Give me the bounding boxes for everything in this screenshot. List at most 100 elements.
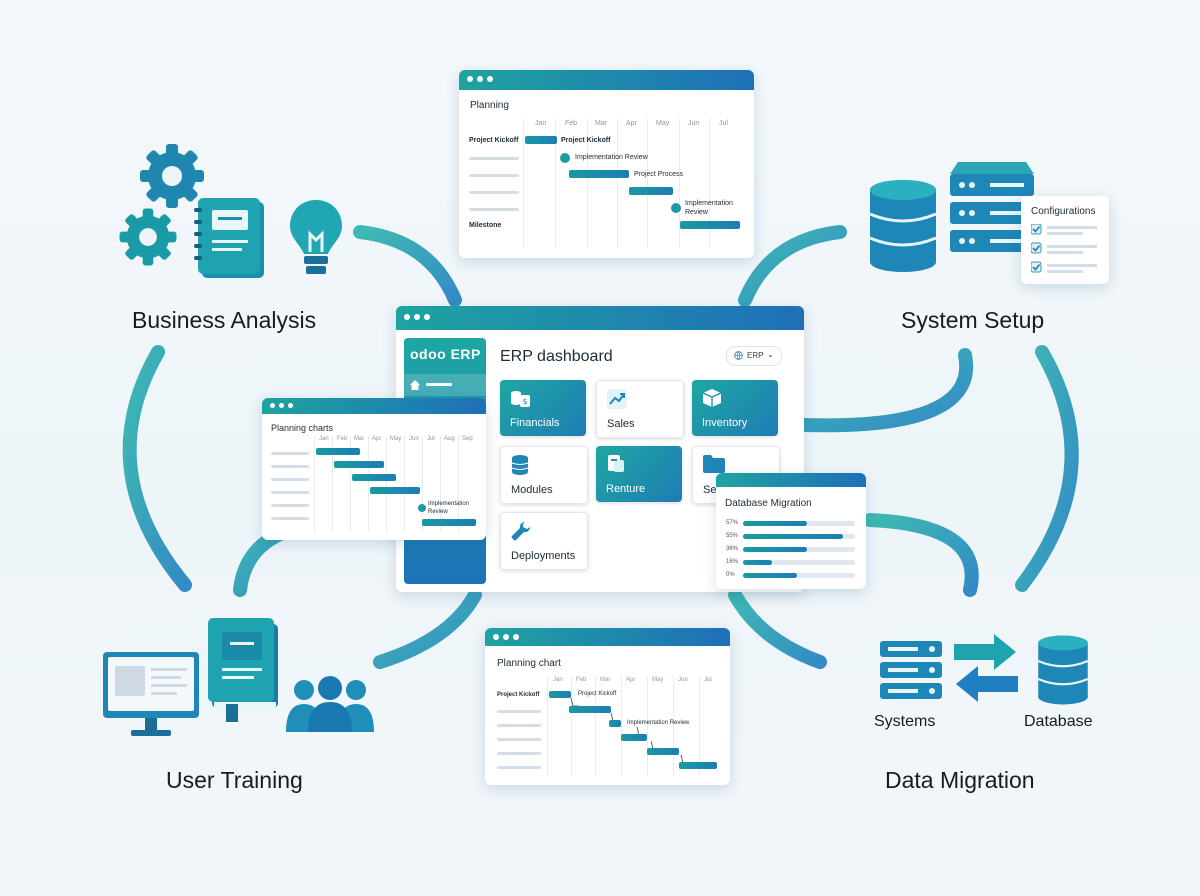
tile-renture[interactable]: Renture [596, 446, 682, 502]
month-label: Jul [719, 120, 728, 127]
bar-label: Implementation Review [428, 501, 470, 515]
tile-label: Sales [607, 418, 635, 430]
planning-charts-title: Planning charts [271, 423, 334, 433]
database-icon [869, 180, 937, 272]
placeholder-line [469, 191, 519, 194]
progress-label: 57% [726, 520, 739, 526]
month-label: Jun [688, 120, 700, 127]
gear-icon [119, 208, 177, 266]
box-icon [702, 389, 722, 407]
configurations-card: Configurations [1021, 196, 1109, 284]
database-icon [1037, 635, 1089, 705]
placeholder-line [469, 174, 519, 177]
system-setup-label: System Setup [901, 307, 1045, 333]
month-label: Jun [409, 436, 419, 442]
month-label: Feb [337, 436, 348, 442]
gantt-bar[interactable] [609, 720, 621, 727]
gantt-bar[interactable] [680, 221, 740, 229]
month-label: Apr [626, 120, 637, 127]
gantt-bar[interactable] [647, 748, 679, 755]
bar-label: Implementation Review [575, 154, 648, 161]
user-training-label: User Training [166, 767, 303, 793]
chevron-down-icon: ⌄ [767, 350, 774, 359]
home-icon [410, 380, 420, 390]
tile-financials[interactable]: $ Financials [500, 380, 586, 436]
database-migration-title: Database Migration [725, 498, 812, 509]
window-titlebar[interactable] [459, 70, 754, 90]
window-titlebar[interactable] [485, 628, 730, 646]
tile-inventory[interactable]: Inventory [692, 380, 778, 436]
placeholder-line [469, 208, 519, 211]
gantt-bar[interactable] [352, 474, 396, 481]
tile-label: Deployments [511, 550, 576, 562]
row-label: Milestone [469, 222, 502, 229]
business-analysis-label: Business Analysis [132, 307, 317, 333]
checklist-icon [1031, 224, 1097, 273]
lightbulb-icon [290, 200, 342, 274]
configurations-title: Configurations [1031, 206, 1096, 217]
progress-bar [743, 547, 807, 552]
tile-label: Renture [606, 483, 646, 495]
placeholder-line [497, 766, 541, 769]
progress-label: 16% [726, 559, 739, 565]
server-icon [950, 162, 1034, 252]
month-label: Apr [372, 436, 382, 442]
progress-label: 55% [726, 533, 739, 539]
gantt-bar[interactable] [525, 136, 557, 144]
wrench-icon [511, 521, 531, 541]
window-titlebar[interactable] [262, 398, 486, 414]
gantt-bar[interactable] [316, 448, 360, 455]
sidebar-item-home[interactable] [404, 374, 486, 396]
planning-title: Planning [470, 100, 509, 111]
dashboard-title: ERP dashboard [500, 348, 613, 365]
gantt-bar[interactable] [621, 734, 647, 741]
gantt-bar[interactable] [549, 691, 571, 698]
window-titlebar[interactable] [396, 306, 804, 330]
gantt-bar[interactable] [629, 187, 673, 195]
erp-selector[interactable]: ERP ⌄ [726, 346, 782, 366]
tile-label: Inventory [702, 417, 748, 429]
placeholder-line [469, 157, 519, 160]
month-label: Jan [553, 677, 563, 683]
globe-icon [734, 351, 743, 360]
month-label: Jul [427, 436, 435, 442]
month-label: Sep [462, 436, 473, 442]
gantt-bar[interactable] [569, 706, 611, 713]
placeholder-line [271, 517, 309, 520]
tile-deployments[interactable]: Deployments [500, 512, 588, 570]
tile-modules[interactable]: Modules [500, 446, 588, 504]
gantt-bar[interactable] [422, 519, 476, 526]
server-icon [880, 641, 942, 699]
gantt-bar[interactable] [679, 762, 717, 769]
milestone-marker[interactable] [560, 153, 570, 163]
database-migration-window: Database Migration 57% 55% 36% 16% 0% [716, 473, 866, 589]
planning-charts-window: Planning charts Jan Feb Mar Apr May Jun … [262, 398, 486, 540]
planning-chart-window: Planning chart Jan Feb Mar Apr May Jun J… [485, 628, 730, 785]
month-label: Mar [354, 436, 365, 442]
row-label: Project Kickoff [497, 692, 540, 698]
users-icon [286, 676, 374, 732]
window-titlebar[interactable] [716, 473, 866, 487]
planning-window: Planning Jan Feb Mar Apr May Jun Jul Pro… [459, 70, 754, 258]
gantt-bar[interactable] [334, 461, 384, 468]
selector-label: ERP [747, 351, 764, 360]
milestone-marker[interactable] [418, 504, 426, 512]
bar-label: Project Process [634, 171, 684, 178]
placeholder-line [497, 738, 541, 741]
placeholder-line [271, 452, 309, 455]
database-label: Database [1024, 713, 1093, 730]
milestone-marker[interactable] [671, 203, 681, 213]
placeholder-line [497, 710, 541, 713]
tile-sales[interactable]: Sales [596, 380, 684, 438]
book-icon [208, 618, 278, 722]
month-label: Mar [595, 120, 608, 127]
month-label: Aug [444, 436, 455, 442]
odoo-logo: odoo ERP [410, 346, 481, 362]
bar-label: Implementation Review [627, 720, 690, 726]
money-icon: $ [511, 391, 530, 407]
folder-icon [703, 455, 725, 473]
gantt-bar[interactable] [370, 487, 420, 494]
gantt-bar[interactable] [569, 170, 629, 178]
month-label: Feb [576, 677, 587, 683]
progress-bar [743, 521, 807, 526]
